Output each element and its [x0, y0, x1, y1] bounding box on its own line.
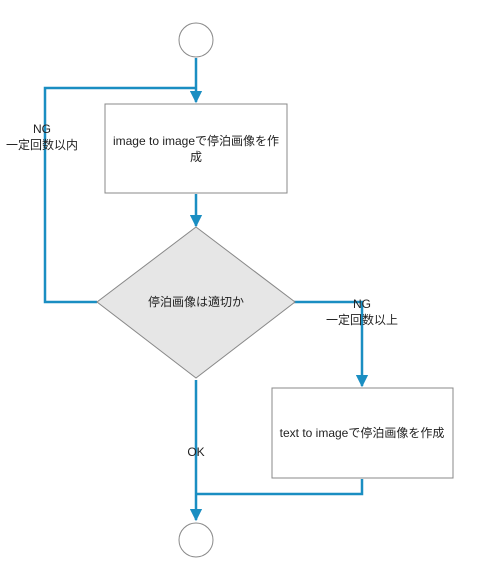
- ng-branch-label-line2: 一定回数以上: [326, 312, 398, 327]
- connector-ng-branch: [294, 300, 369, 388]
- ng-branch-label-line1: NG: [353, 297, 371, 311]
- process-text-to-image[interactable]: [271, 387, 454, 479]
- connector-loop-back: [43, 86, 196, 304]
- connector-process2-to-end: [196, 479, 364, 496]
- process-text-to-image-label: text to imageで停泊画像を作成: [280, 425, 445, 440]
- ok-branch-label: OK: [187, 445, 204, 459]
- decision-label: 停泊画像は適切か: [148, 294, 244, 309]
- loop-back-label-line1: NG: [33, 122, 51, 136]
- process-image-to-image-label-line2: 成: [190, 150, 202, 164]
- decision-node[interactable]: [96, 226, 296, 379]
- end-node[interactable]: [178, 522, 214, 558]
- start-node[interactable]: [178, 22, 214, 58]
- loop-back-label-line2: 一定回数以内: [6, 137, 78, 152]
- process-image-to-image-label-line1: image to imageで停泊画像を作: [113, 133, 279, 148]
- process-image-to-image[interactable]: [104, 103, 288, 194]
